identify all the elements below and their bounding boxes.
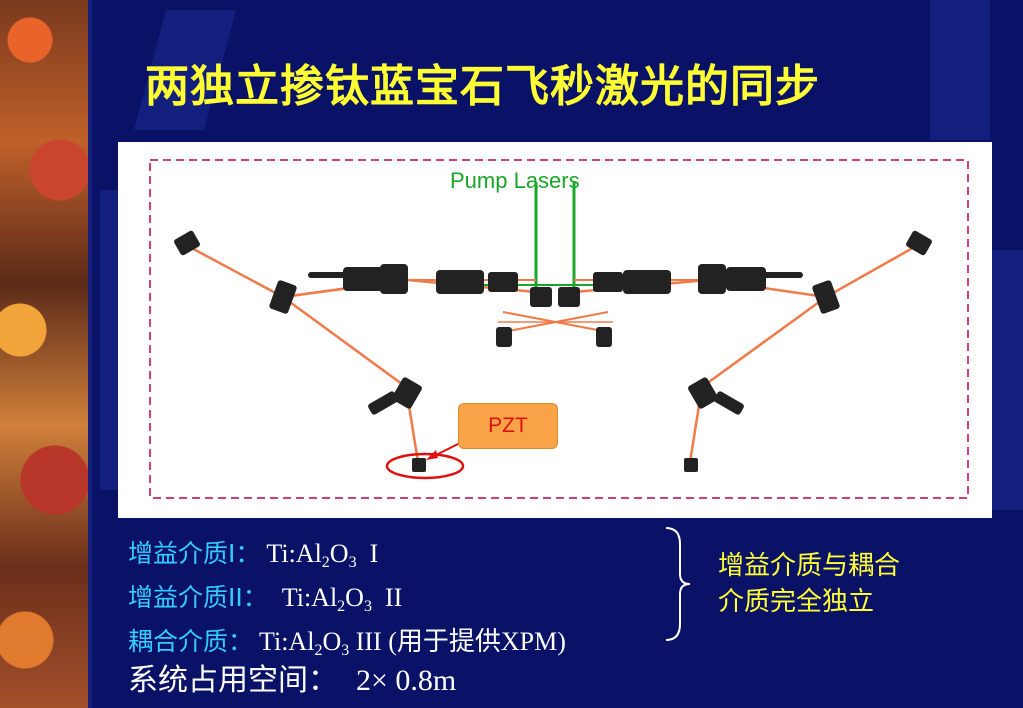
background-shape (100, 190, 120, 490)
footprint-value: 2× 0.8m (356, 664, 457, 697)
mirror-mount (174, 230, 200, 256)
spec-label: 增益介质II： (128, 583, 268, 612)
crystal-mount (726, 267, 766, 291)
crystal-mount (343, 267, 383, 291)
spec-label: 耦合介质： (128, 627, 254, 656)
pzt-label: PZT (488, 414, 528, 437)
footprint-label: 系统占用空间： (128, 663, 338, 698)
pump-lasers-label: Pump Lasers (450, 168, 580, 193)
laser-setup-diagram: Pump Lasers PZT (118, 142, 992, 518)
independence-note: 增益介质与耦合 介质完全独立 (718, 548, 958, 620)
mirror-mount (688, 377, 718, 409)
crystal-mount (623, 270, 671, 294)
crystal-mount (593, 272, 623, 292)
coupling-mount (558, 287, 580, 307)
decorative-gear-strip (0, 0, 92, 708)
pzt-mirror-highlight (385, 452, 465, 480)
spec-value: Ti:Al2O3 I (266, 539, 379, 571)
coupling-mount (530, 287, 552, 307)
pzt-label-box: PZT (458, 403, 558, 449)
crystal-mount (488, 272, 518, 292)
coupling-mount (596, 327, 612, 347)
spec-value: Ti:Al2O3 III (用于提供XPM) (259, 627, 566, 659)
note-line-1: 增益介质与耦合 (718, 551, 901, 581)
right-brace (665, 527, 691, 641)
laser-beam-right (688, 295, 827, 463)
coupling-mount (496, 327, 512, 347)
mirror-mount (714, 391, 744, 415)
rail (763, 272, 803, 278)
system-footprint: 系统占用空间： 2× 0.8m (128, 655, 456, 699)
background-shape (930, 0, 990, 140)
spec-gain-medium-1: 增益介质I： Ti:Al2O3 I (128, 532, 566, 576)
crystal-mount (698, 264, 726, 294)
end-mirror (684, 458, 698, 472)
rail (308, 272, 348, 278)
laser-beam-left (282, 295, 420, 463)
slide-title: 两独立掺钛蓝宝石飞秒激光的同步 (145, 61, 820, 112)
enclosure-frame (149, 159, 969, 499)
note-line-2: 介质完全独立 (718, 587, 875, 617)
mirror-mount (368, 391, 398, 415)
mirror-mount (812, 280, 840, 314)
setup-drawing (149, 159, 969, 499)
spec-label: 增益介质I： (128, 539, 261, 568)
mirror-mount (269, 280, 297, 314)
spec-value: Ti:Al2O3 II (281, 583, 403, 615)
mirror-mount (906, 230, 932, 256)
crystal-mount (436, 270, 484, 294)
pzt-arrow-head (426, 450, 438, 460)
end-mirror (412, 458, 426, 472)
optical-components (174, 230, 932, 472)
crystal-mount (380, 264, 408, 294)
spec-coupling-medium: 耦合介质： Ti:Al2O3 III (用于提供XPM) (128, 620, 566, 664)
medium-spec-list: 增益介质I： Ti:Al2O3 I 增益介质II： Ti:Al2O3 II 耦合… (128, 532, 566, 664)
spec-gain-medium-2: 增益介质II： Ti:Al2O3 II (128, 576, 566, 620)
mirror-mount (392, 377, 422, 409)
